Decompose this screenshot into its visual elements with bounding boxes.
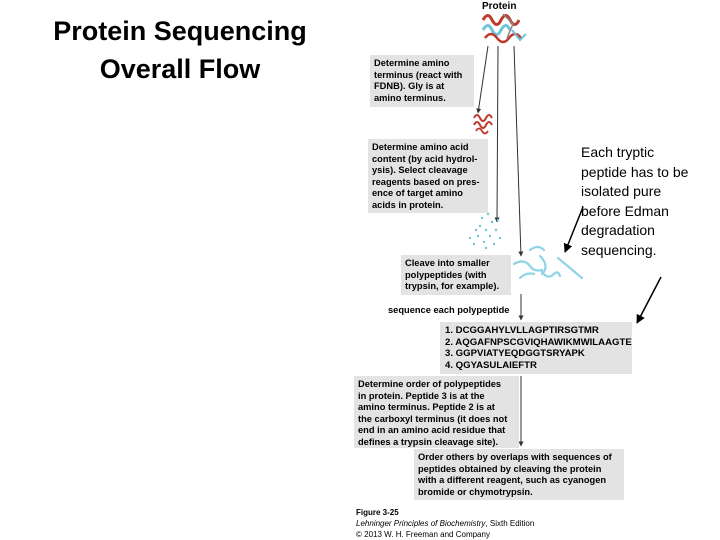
copyright-line: © 2013 W. H. Freeman and Company [356, 530, 490, 539]
step2-line: acids in protein. [372, 199, 444, 210]
step2-line: ysis). Select cleavage [372, 165, 468, 175]
step5-line: peptides obtained by cleaving the protei… [418, 463, 602, 474]
note-line: peptide has to be [581, 163, 689, 180]
peptide-fragments-icon [512, 245, 584, 280]
step1-line: amino terminus. [374, 92, 446, 103]
note-line: Each tryptic [581, 144, 655, 160]
tryptic-peptide-note: Each tryptic peptide has to be isolated … [581, 143, 720, 260]
arrow-to-cleavage [513, 45, 524, 257]
step5-line: with a different reagent, such as cyanog… [418, 475, 607, 485]
step3-line: trypsin, for example). [405, 281, 500, 291]
note-line: before Edman [581, 202, 669, 219]
step-cleave-polypeptides: Cleave into smaller polypeptides (with t… [401, 255, 511, 295]
peptide-sequence: 3. GGPVIATYEQDGGTSRYAPK [445, 348, 585, 360]
step4-line: the carboxyl terminus (it does not [358, 413, 508, 424]
step3-line: Cleave into smaller [405, 258, 490, 268]
step1-line: FDNB). Gly is at [374, 81, 445, 91]
step3-line: polypeptides (with [405, 269, 487, 280]
step4-line: Determine order of polypeptides [358, 379, 502, 389]
step-determine-amino-acid-content: Determine amino acid content (by acid hy… [368, 139, 488, 213]
peptide-sequence: 1. DCGGAHYLVLLAGPTIRSGTMR [445, 325, 599, 336]
protein-label: Protein [482, 1, 517, 12]
step-determine-amino-terminus: Determine amino terminus (react with FDN… [370, 55, 474, 107]
step5-line: bromide or chymotrypsin. [418, 486, 533, 497]
figure-number: Figure 3-25 [356, 508, 399, 517]
peptide-sequence: 2. AQGAFNPSCGVIQHAWIKMWILAAGTE [445, 336, 632, 348]
annotation-arrow-to-sequences [636, 276, 662, 324]
step4-line: amino terminus. Peptide 2 is at [358, 402, 495, 412]
note-line: sequencing. [581, 241, 657, 258]
note-line: degradation [581, 222, 655, 238]
sequence-each-polypeptide-label: sequence each polypeptide [388, 305, 510, 315]
step4-line: in protein. Peptide 3 is at the [358, 390, 485, 401]
peptide-sequences-box: 1. DCGGAHYLVLLAGPTIRSGTMR 2. AQGAFNPSCGV… [440, 322, 632, 374]
step2-line: Determine amino acid [372, 142, 469, 152]
figure-caption: Figure 3-25 Lehninger Principles of Bioc… [356, 507, 534, 540]
labeled-protein-icon [473, 114, 493, 135]
step4-line: defines a trypsin cleavage site). [358, 436, 499, 447]
step5-line: Order others by overlaps with sequences … [418, 452, 612, 462]
step2-line: ence of target amino [372, 188, 463, 198]
arrow-to-hydrolysis [494, 45, 500, 223]
protein-structure-icon [481, 13, 527, 44]
step2-line: content (by acid hydrol- [372, 153, 478, 164]
book-citation: Lehninger Principles of Biochemistry, Si… [356, 518, 534, 529]
step-determine-order: Determine order of polypeptides in prote… [354, 376, 519, 448]
note-line: isolated pure [581, 183, 662, 199]
step-order-by-overlaps: Order others by overlaps with sequences … [414, 449, 624, 500]
step2-line: reagents based on pres- [372, 176, 480, 187]
slide-title-line-1: Protein Sequencing [53, 16, 307, 46]
slide-title-line-2: Overall Flow [99, 54, 261, 84]
book-edition: , Sixth Edition [485, 519, 535, 528]
book-title: Lehninger Principles of Biochemistry [356, 519, 486, 528]
slide-title: Protein Sequencing Overall Flow [30, 12, 330, 88]
step1-line: terminus (react with [374, 69, 463, 80]
peptide-sequence: 4. QGYASULAIEFTR [445, 359, 537, 371]
arrow-to-terminus [476, 45, 489, 114]
step1-line: Determine amino [374, 58, 450, 68]
step4-line: end in an amino acid residue that [358, 425, 506, 435]
annotation-arrow-to-fragments [563, 206, 584, 253]
amino-acid-dots-icon [468, 212, 502, 250]
